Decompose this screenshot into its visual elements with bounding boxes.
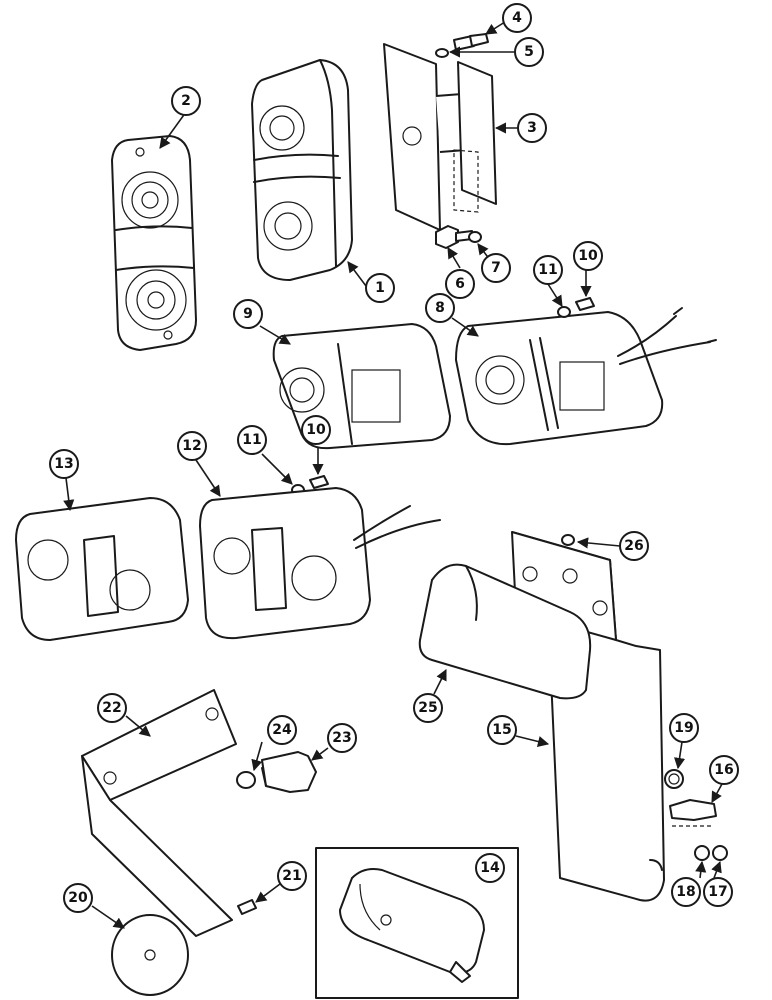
part-12-horizontal-lamp-with-wires [199, 487, 441, 640]
callout-3: 3 [517, 113, 547, 143]
svg-text:11: 11 [242, 432, 261, 448]
part-2-vertical-lamp-lens [111, 135, 197, 351]
callout-6: 6 [445, 269, 475, 299]
callout-7: 7 [481, 253, 511, 283]
callout-16: 16 [709, 755, 739, 785]
callout-24: 24 [267, 715, 297, 745]
svg-text:21: 21 [282, 868, 301, 884]
callout-23: 23 [327, 723, 357, 753]
callout-12: 12 [177, 431, 207, 461]
part-1-vertical-lamp-body [251, 59, 353, 281]
svg-text:13: 13 [54, 456, 73, 472]
callout-18: 18 [671, 877, 701, 907]
hardware-16-17-18-19-26 [561, 534, 728, 861]
svg-text:1: 1 [375, 280, 385, 296]
svg-text:18: 18 [676, 884, 695, 900]
callout-15: 15 [487, 715, 517, 745]
part-25-lamp-housing-cover [418, 563, 592, 700]
part-14-inset-lamp [315, 847, 519, 999]
callout-13: 13 [49, 449, 79, 479]
svg-text:15: 15 [492, 722, 511, 738]
callout-11-second: 11 [237, 425, 267, 455]
part-9-horizontal-lamp-lens [272, 323, 451, 450]
svg-text:6: 6 [455, 276, 465, 292]
svg-text:24: 24 [272, 722, 292, 738]
svg-text:2: 2 [181, 93, 191, 109]
svg-text:16: 16 [714, 762, 733, 778]
svg-text:9: 9 [243, 306, 253, 322]
callout-19: 19 [669, 713, 699, 743]
svg-text:10: 10 [306, 422, 326, 438]
part-20-reflector [111, 914, 189, 996]
callout-8: 8 [425, 293, 455, 323]
svg-text:25: 25 [418, 700, 437, 716]
callout-26: 26 [619, 531, 649, 561]
part-21-screw [237, 899, 257, 915]
svg-text:22: 22 [102, 700, 121, 716]
part-13-horizontal-lamp [15, 497, 189, 641]
callout-20: 20 [63, 883, 93, 913]
svg-text:26: 26 [624, 538, 643, 554]
part-3-mounting-bracket [383, 43, 497, 231]
svg-text:5: 5 [524, 44, 534, 60]
callout-25: 25 [413, 693, 443, 723]
hardware-23-24 [236, 751, 317, 793]
svg-text:23: 23 [332, 730, 351, 746]
svg-text:3: 3 [527, 120, 537, 136]
callout-5: 5 [514, 37, 544, 67]
callout-10-second: 10 [301, 415, 331, 445]
callout-14: 14 [475, 853, 505, 883]
svg-text:10: 10 [578, 248, 598, 264]
callout-10: 10 [573, 241, 603, 271]
part-22-angle-bracket [81, 689, 237, 937]
callout-21: 21 [277, 861, 307, 891]
svg-text:4: 4 [512, 10, 522, 26]
callout-17: 17 [703, 877, 733, 907]
callout-2: 2 [171, 86, 201, 116]
part-8-horizontal-lamp-with-wires [455, 307, 717, 446]
callout-4: 4 [502, 3, 532, 33]
callout-22: 22 [97, 693, 127, 723]
svg-text:19: 19 [674, 720, 693, 736]
svg-text:7: 7 [491, 260, 501, 276]
svg-text:17: 17 [708, 884, 727, 900]
svg-text:11: 11 [538, 262, 557, 278]
callout-11: 11 [533, 255, 563, 285]
svg-text:20: 20 [68, 890, 88, 906]
svg-text:12: 12 [182, 438, 201, 454]
part-15-mounting-bracket [511, 531, 665, 902]
callout-9: 9 [233, 299, 263, 329]
svg-text:8: 8 [435, 300, 445, 316]
callout-1: 1 [365, 273, 395, 303]
hardware-4-5-6-7 [435, 33, 489, 249]
svg-text:14: 14 [480, 860, 500, 876]
